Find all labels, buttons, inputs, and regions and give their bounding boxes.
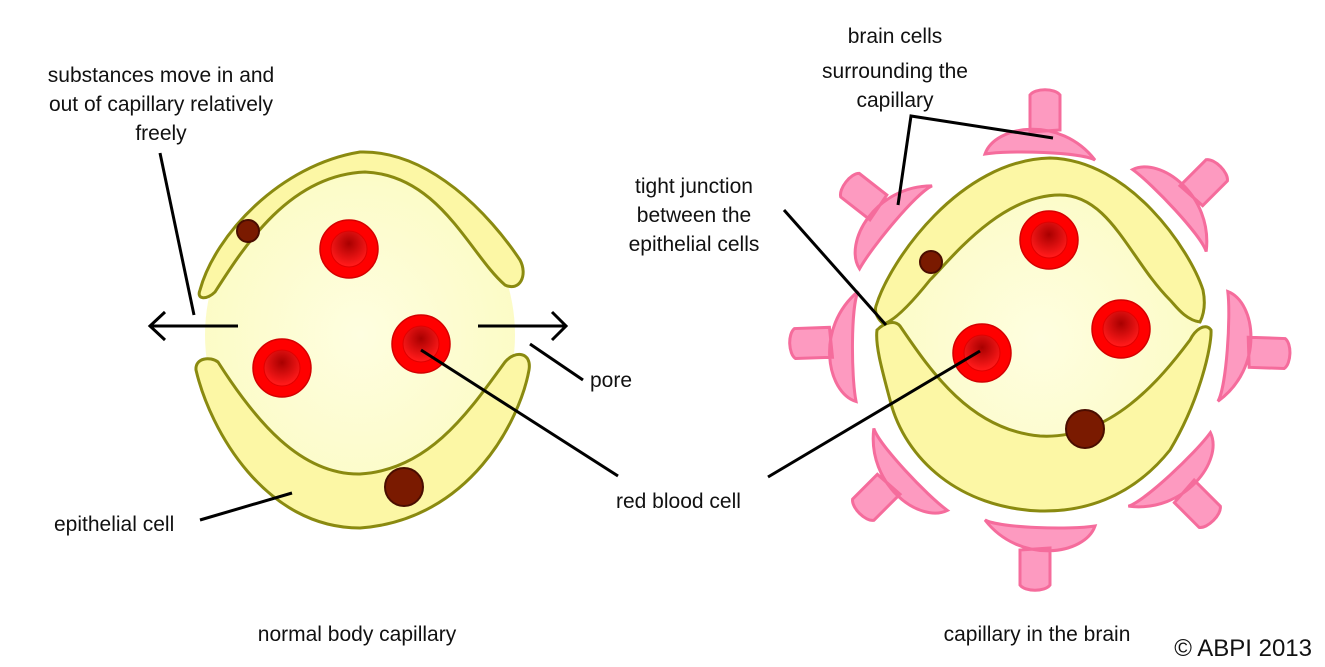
epithelial-cell-bottom — [194, 353, 531, 530]
leader-line-epithelial — [199, 491, 293, 522]
label-tight-junction-line: tight junction — [635, 175, 753, 198]
epithelial-cell-bottom — [875, 321, 1213, 513]
leader-line-pore — [529, 342, 584, 382]
red-blood-cell — [319, 219, 379, 279]
caption-brain-capillary: capillary in the brain — [944, 623, 1131, 646]
arrow-out-right — [478, 310, 569, 342]
red-blood-cell — [952, 323, 1012, 383]
brain-cell — [851, 427, 951, 522]
label-brain-cells: brain cells surrounding the capillary — [822, 25, 968, 112]
label-brain-cells-line: surrounding the — [822, 60, 968, 83]
leader-line-rbc-right — [767, 349, 981, 479]
label-substances-line: substances move in and — [48, 64, 274, 87]
label-epithelial-cell: epithelial cell — [54, 513, 174, 536]
label-tight-junction-line: between the — [637, 204, 751, 227]
red-blood-cell — [1091, 299, 1151, 359]
epithelial-cell-top — [874, 156, 1206, 326]
brain-cell — [983, 518, 1098, 592]
brain-cell — [1216, 289, 1292, 403]
nucleus — [236, 219, 260, 243]
epithelial-cell-top — [197, 150, 525, 300]
normal-capillary — [147, 150, 619, 530]
leader-line-rbc-left — [420, 348, 619, 478]
label-red-blood-cell: red blood cell — [616, 490, 741, 513]
brain-cell — [982, 88, 1097, 162]
arrow-out-left — [147, 310, 238, 342]
label-tight-junction-line: epithelial cells — [629, 233, 760, 256]
brain-cell — [839, 171, 933, 272]
copyright-notice: © ABPI 2013 — [1174, 635, 1312, 662]
brain-capillary — [767, 88, 1292, 592]
nucleus — [384, 467, 424, 507]
brain-cells — [788, 88, 1292, 592]
leader-line-brain-cells — [896, 114, 1054, 206]
nucleus — [919, 250, 943, 274]
red-blood-cell — [252, 338, 312, 398]
red-blood-cell — [1019, 210, 1079, 270]
leader-line-tight-junction — [782, 209, 888, 326]
label-substances: substances move in and out of capillary … — [48, 64, 274, 145]
caption-normal-capillary: normal body capillary — [258, 623, 457, 646]
label-brain-cells-line: capillary — [856, 89, 934, 112]
label-brain-cells-line: brain cells — [848, 25, 943, 48]
label-tight-junction: tight junction between the epithelial ce… — [629, 175, 760, 256]
brain-cell — [1129, 158, 1229, 253]
label-pore: pore — [590, 369, 632, 392]
nucleus — [1065, 409, 1105, 449]
leader-line-substances — [158, 152, 196, 316]
label-substances-line: out of capillary relatively — [49, 93, 274, 116]
label-substances-line: freely — [135, 122, 187, 145]
brain-cell — [788, 290, 860, 404]
brain-cell — [1127, 429, 1222, 529]
capillary-lumen — [205, 167, 515, 503]
